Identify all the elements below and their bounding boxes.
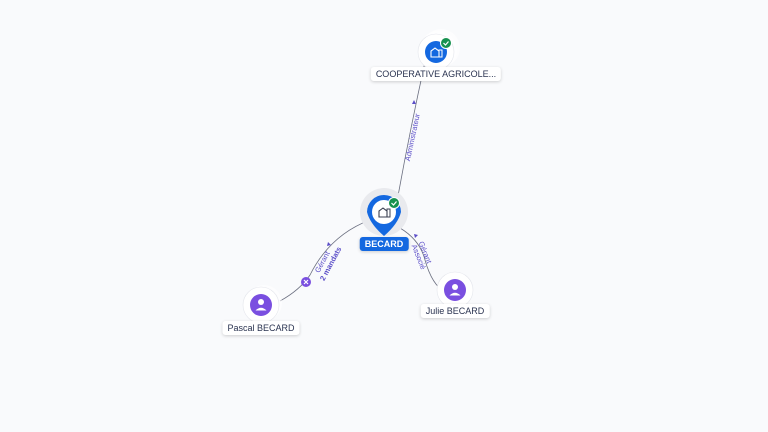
node-label-becard[interactable]: BECARD <box>359 237 409 251</box>
building-icon <box>430 47 443 58</box>
node-becard[interactable] <box>360 188 408 236</box>
node-julie[interactable] <box>436 271 474 309</box>
edge-arrow-icon <box>327 242 331 246</box>
edge-arrow-icon <box>414 234 418 238</box>
close-icon[interactable] <box>301 277 311 287</box>
node-pascal[interactable] <box>242 285 282 324</box>
person-icon <box>449 284 461 296</box>
building-icon <box>378 207 391 218</box>
node-label-pascal[interactable]: Pascal BECARD <box>222 321 300 335</box>
node-cooperative[interactable] <box>417 29 460 71</box>
edge-arrow-icon <box>412 100 416 104</box>
person-icon <box>255 299 267 311</box>
verified-check-icon <box>388 197 400 209</box>
node-label-cooperative[interactable]: COOPERATIVE AGRICOLE... <box>370 67 502 81</box>
node-label-julie[interactable]: Julie BECARD <box>420 304 490 318</box>
verified-check-icon <box>440 37 452 49</box>
edge-gerant-pascal <box>279 219 371 302</box>
